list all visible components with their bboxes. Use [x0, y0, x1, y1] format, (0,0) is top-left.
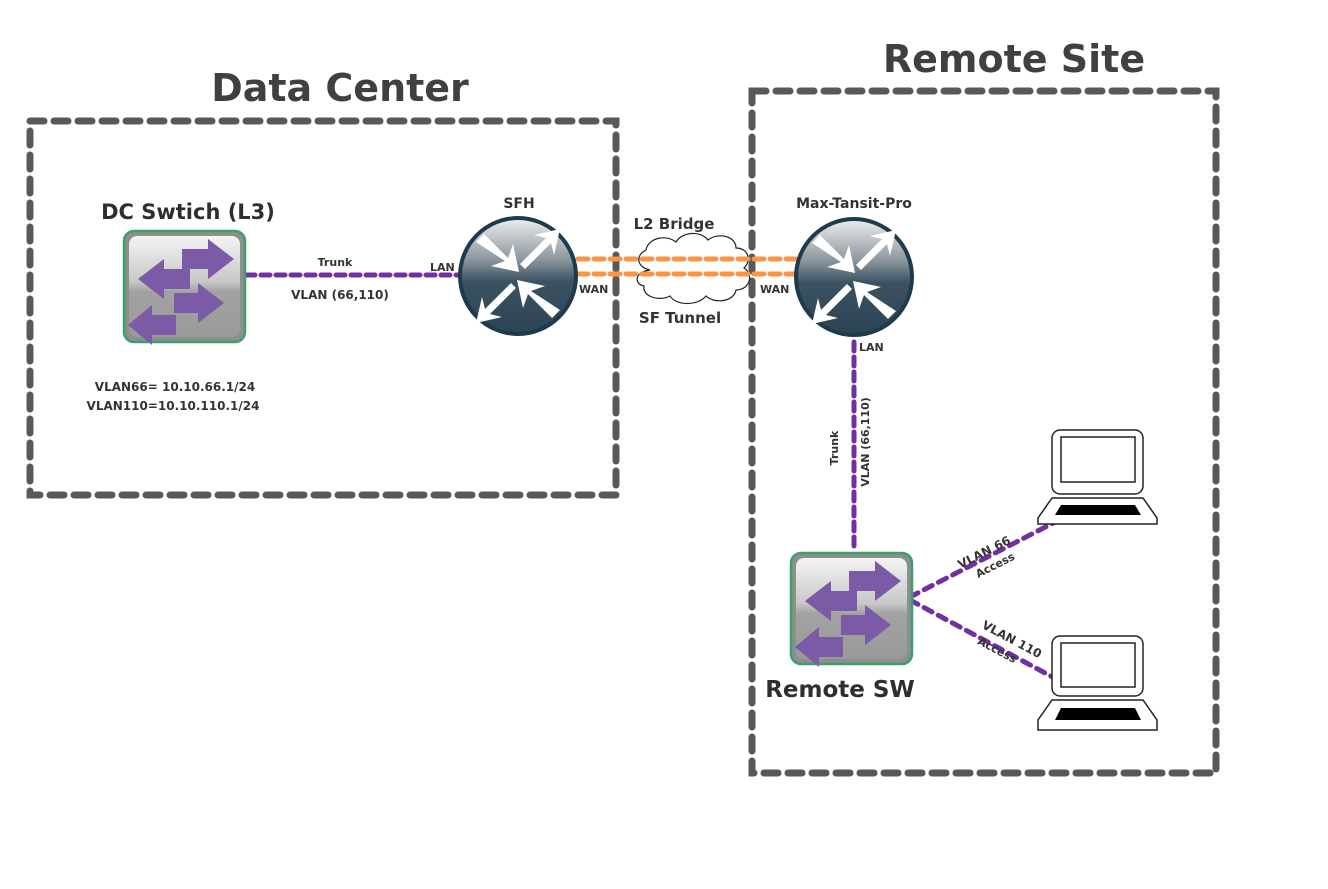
laptop-icon [1037, 635, 1158, 731]
max-transit-lan-port-label: LAN [859, 341, 884, 354]
laptop-1[interactable] [1037, 429, 1158, 525]
dc-switch[interactable] [122, 229, 247, 345]
dc-switch-vlan66-config: VLAN66= 10.10.66.1/24 [95, 380, 255, 394]
data-center-title: Data Center [211, 66, 469, 110]
data-center-zone [26, 117, 620, 499]
max-transit-router[interactable] [794, 217, 914, 337]
max-transit-title: Max-Tansit-Pro [796, 196, 912, 212]
sfh-lan-port-label: LAN [430, 261, 455, 274]
l2-bridge-label: L2 Bridge [634, 215, 715, 233]
dc-trunk-vlan-label: VLAN (66,110) [291, 288, 389, 302]
dc-switch-vlan110-config: VLAN110=10.10.110.1/24 [87, 399, 260, 413]
remote-trunk-vlan-label: VLAN (66,110) [859, 397, 872, 487]
sf-tunnel-label: SF Tunnel [639, 309, 721, 327]
remote-switch-title: Remote SW [765, 677, 915, 703]
max-transit-wan-port-label: WAN [760, 283, 789, 296]
dc-trunk-label: Trunk [318, 256, 353, 269]
tunnel-cloud-icon [636, 232, 751, 305]
laptop-2[interactable] [1037, 635, 1158, 731]
remote-site-zone [748, 87, 1220, 777]
laptop-icon [1037, 429, 1158, 525]
dc-switch-title: DC Swtich (L3) [101, 200, 275, 224]
remote-site-title: Remote Site [883, 37, 1145, 81]
sfh-title: SFH [503, 196, 534, 212]
sfh-router[interactable] [458, 216, 578, 336]
remote-switch[interactable] [789, 551, 914, 667]
access-link-vlan110 [907, 597, 1061, 683]
remote-trunk-label: Trunk [828, 430, 841, 465]
access-link-vlan66 [907, 518, 1060, 600]
sfh-wan-port-label: WAN [579, 283, 608, 296]
